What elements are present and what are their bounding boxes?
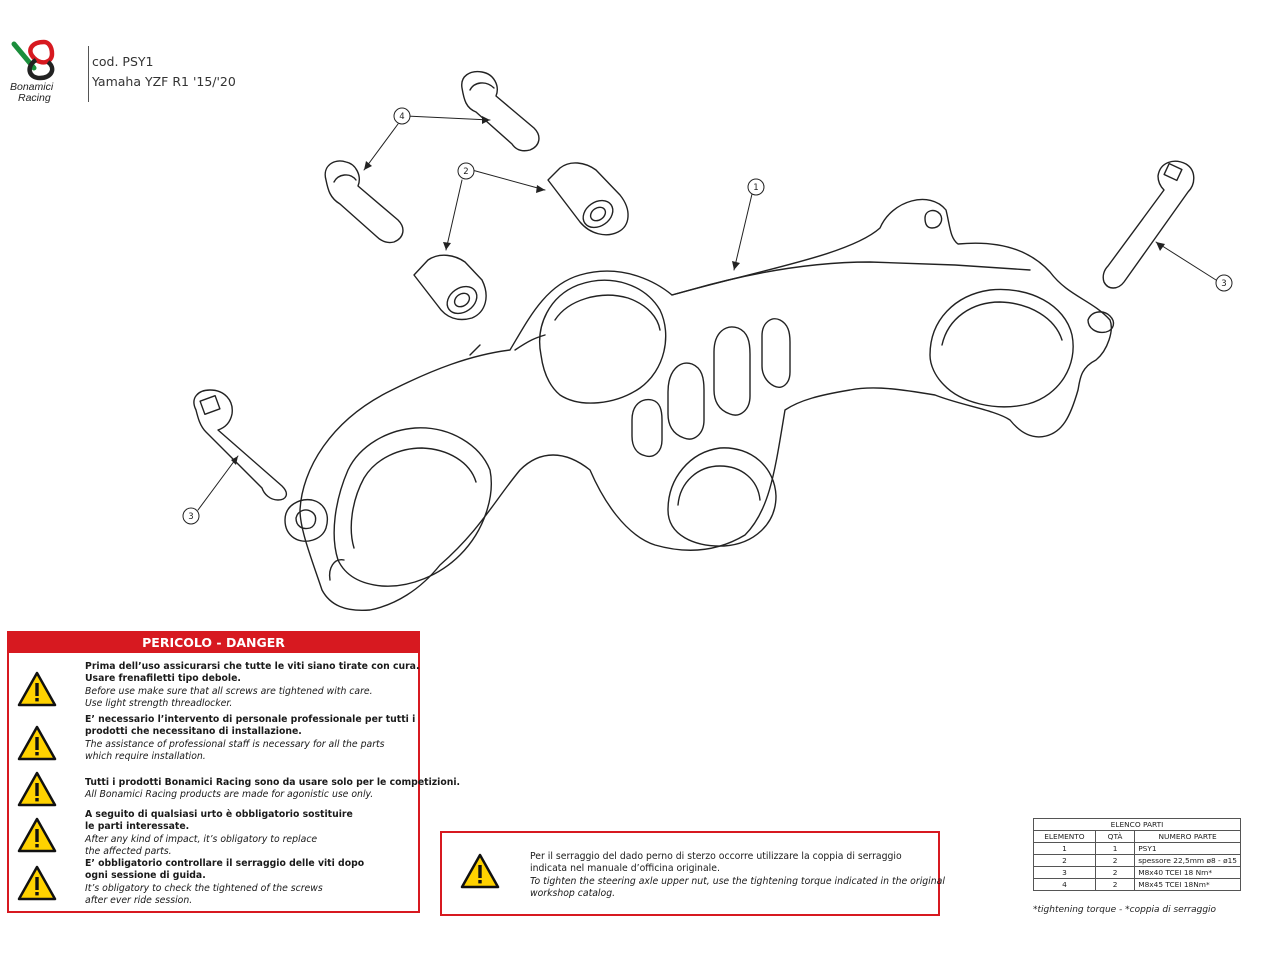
column-header: NUMERO PARTE [1134,830,1241,843]
callout-circle-4 [393,107,411,125]
danger-line: the affected parts. [85,845,172,857]
table-cell: 4 [1033,878,1096,891]
table-cell: 2 [1094,854,1136,867]
bolt-part [461,70,540,152]
triple-clamp-part [284,198,1115,612]
table-row: 2 2 spessore 22,5mm ø8 - ø15 [1033,854,1241,867]
product-model: Yamaha YZF R1 '15/'20 [92,74,236,89]
danger-line: Prima dell’uso assicurarsi che tutte le … [85,661,420,672]
callout-2-label: 2 [463,167,468,177]
callout-1-label: 1 [753,183,758,193]
bolt-part [1102,160,1195,289]
callout-circle-3-left [182,507,200,525]
header: Bonamici Racing cod. PSY1 Yamaha YZF R1 … [8,38,268,108]
danger-line: Use light strength threadlocker. [85,697,233,709]
parts-table-title: ELENCO PARTI [1033,818,1241,831]
torque-notice-box: Per il serraggio del dado perno di sterz… [440,831,945,916]
warning-triangle-icon [17,817,57,853]
table-cell: 1 [1033,842,1096,855]
torque-notice-text: Per il serraggio del dado perno di sterz… [530,851,945,901]
danger-line: The assistance of professional staff is … [85,738,385,750]
parts-table: ELENCO PARTI ELEMENTO QTÀ NUMERO PARTE 1… [1033,818,1241,891]
callout-circle-1 [747,178,765,196]
callout-3-left-label: 3 [188,512,193,522]
header-divider [88,46,89,102]
leader-lines [197,115,1217,511]
bolt-part [324,160,404,244]
brand-line-2: Racing [18,92,51,104]
bonamici-racing-logo: Bonamici Racing [10,39,55,104]
callout-circle-2 [457,162,475,180]
danger-line: Usare frenafiletti tipo debole. [85,673,241,685]
table-row: 4 2 M8x45 TCEI 18Nm* [1033,878,1241,891]
spacer-part [413,254,487,321]
danger-line: ogni sessione di guida. [85,870,206,882]
danger-line: after ever ride session. [85,894,193,906]
parts-note: *tightening torque - *coppia di serraggi… [1033,905,1217,915]
table-cell: 1 [1094,842,1136,855]
danger-group-2: E’ necessario l’intervento di personale … [85,714,415,763]
brand-line-1: Bonamici [10,81,54,93]
danger-line: E’ obbligatorio controllare il serraggio… [85,858,365,869]
table-cell: spessore 22,5mm ø8 - ø15 [1134,854,1241,867]
warning-triangle-icon [17,725,57,761]
table-cell: 2 [1094,866,1136,879]
danger-group-5: E’ obbligatorio controllare il serraggio… [85,858,364,907]
callout-circles [182,107,1233,525]
table-row: 1 1 PSY1 [1033,842,1241,855]
table-cell: 2 [1033,854,1096,867]
torque-line: workshop catalog. [530,888,616,900]
danger-line: le parti interessate. [85,821,190,833]
column-header: QTÀ [1094,830,1136,843]
table-row: 3 2 M8x40 TCEI 18 Nm* [1033,866,1241,879]
spacer-part [547,162,629,236]
table-cell: PSY1 [1134,842,1241,855]
danger-line: It’s obligatory to check the tightened o… [85,882,323,894]
danger-line: All Bonamici Racing products are made fo… [85,789,374,801]
table-cell: M8x40 TCEI 18 Nm* [1134,866,1241,879]
warning-triangle-icon [460,853,500,889]
danger-box: PERICOLO - DANGER Prima dell’uso assicur… [7,631,460,913]
table-cell: 2 [1094,878,1136,891]
danger-line: A seguito di qualsiasi urto è obbligator… [85,809,353,820]
danger-title: PERICOLO - DANGER [9,633,418,653]
torque-line: indicata nel manuale d’officina original… [530,863,720,875]
warning-triangle-icon [17,865,57,901]
arrowheads [231,116,1165,465]
product-code: cod. PSY1 [92,54,154,69]
warning-triangle-icon [17,671,57,707]
danger-line: E’ necessario l’intervento di personale … [85,714,416,725]
torque-line: Per il serraggio del dado perno di sterz… [530,851,902,862]
danger-group-3: Tutti i prodotti Bonamici Racing sono da… [85,777,460,802]
danger-group-1: Prima dell’uso assicurarsi che tutte le … [85,661,419,710]
danger-line: After any kind of impact, it’s obligator… [85,833,318,845]
callout-4-label: 4 [399,112,404,122]
table-cell: M8x45 TCEI 18Nm* [1134,878,1241,891]
callout-3-right-label: 3 [1221,279,1226,289]
torque-line: To tighten the steering axle upper nut, … [530,875,945,887]
danger-line: Tutti i prodotti Bonamici Racing sono da… [85,777,461,788]
callout-circle-3-right [1215,274,1233,292]
danger-group-4: A seguito di qualsiasi urto è obbligator… [85,809,353,858]
warning-triangle-icon [17,771,57,807]
danger-line: which require installation. [85,750,206,762]
column-header: ELEMENTO [1033,830,1096,843]
danger-line: Before use make sure that all screws are… [85,685,373,697]
exploded-drawing: 4 2 1 3 3 [182,70,1233,612]
parts-list: ELENCO PARTI ELEMENTO QTÀ NUMERO PARTE 1… [1033,818,1241,891]
table-cell: 3 [1033,866,1096,879]
bolt-part [193,389,288,501]
danger-line: prodotti che necessitano di installazion… [85,726,302,738]
